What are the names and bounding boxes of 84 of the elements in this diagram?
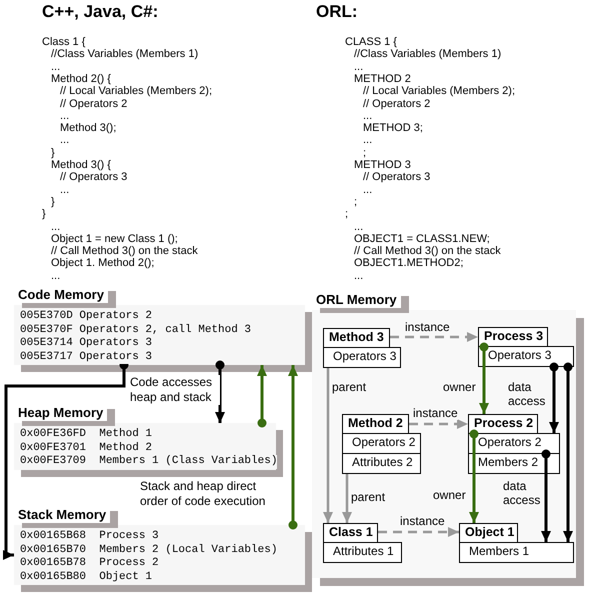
code-line: Method 2() {	[51, 72, 111, 85]
code-line: ...	[60, 184, 70, 196]
code-line: METHOD 3;	[363, 122, 423, 134]
column-heading: C++, Java, C#:	[42, 2, 158, 22]
memory-entry: 005E3717 Operators 3	[20, 350, 152, 364]
object-field: Attributes 1	[323, 542, 402, 563]
code-line: ...	[60, 134, 70, 146]
arrow	[342, 474, 352, 523]
object-field: Operators 3	[323, 347, 401, 368]
arrow	[378, 527, 459, 537]
code-line: METHOD 2	[354, 72, 411, 85]
code-line: ;	[345, 208, 348, 220]
object-field: Members 1	[459, 542, 574, 563]
arrow	[215, 360, 225, 423]
arrow	[541, 450, 551, 542]
edge-label: instance	[413, 406, 458, 420]
annotation-text: Code accesses heap and stack	[130, 375, 220, 405]
code-line: ...	[363, 110, 372, 122]
edge-label: instance	[400, 514, 445, 528]
code-line: ...	[363, 134, 372, 146]
code-line: Object 1 = new Class 1 ();	[51, 232, 178, 245]
code-line: ...	[354, 220, 364, 232]
arrow	[469, 430, 479, 523]
object-title: Process 2	[468, 414, 538, 434]
code-line: CLASS 1 {	[345, 36, 397, 48]
code-line: ...	[354, 60, 364, 73]
code-line: ...	[51, 60, 60, 73]
code-line: ...	[363, 184, 372, 196]
object-title: Object 1	[459, 523, 518, 543]
code-line: // Operators 2	[60, 98, 128, 110]
object-title: Method 2	[342, 414, 409, 434]
arrow	[479, 342, 489, 414]
edge-label: data access	[503, 479, 543, 507]
code-line: // Operators 2	[363, 98, 430, 110]
code-line: Method 3();	[60, 122, 116, 134]
arrow	[390, 332, 478, 342]
code-line: Class 1 {	[42, 36, 86, 48]
code-line: // Operators 3	[363, 171, 430, 184]
edge-label: instance	[405, 320, 450, 334]
memory-entry: 005E3714 Operators 3	[20, 337, 152, 350]
code-line: ;	[363, 146, 366, 159]
code-line: ...	[60, 110, 70, 122]
code-line: }	[51, 146, 55, 159]
memory-entry: 005E370F Operators 2, call Method 3	[20, 324, 252, 337]
memory-entry: 0x00165B80 Object 1	[20, 570, 152, 584]
code-line: ...	[354, 270, 364, 282]
object-title: Class 1	[323, 523, 378, 543]
edge-label: parent	[351, 490, 386, 504]
arrow	[323, 368, 333, 523]
arrow	[563, 362, 573, 542]
edge-label: parent	[332, 380, 366, 394]
memory-entry: 0x00165B70 Members 2 (Local Variables)	[20, 544, 278, 557]
memory-entry: 005E370D Operators 2	[20, 310, 152, 324]
code-line: //Class Variables (Members 1)	[51, 48, 198, 60]
object-title: Method 3	[323, 328, 390, 348]
code-line: }	[51, 196, 55, 208]
code-line: ...	[51, 270, 60, 282]
code-line: ...	[51, 220, 60, 232]
code-line: Object 1. Method 2();	[51, 257, 154, 270]
arrow	[549, 362, 559, 433]
code-line: OBJECT1.METHOD2;	[354, 257, 464, 270]
object-field: Operators 2	[468, 433, 560, 454]
code-line: // Local Variables (Members 2);	[363, 85, 516, 98]
code-line: // Local Variables (Members 2);	[60, 85, 212, 98]
code-line: Method 3() {	[51, 159, 111, 171]
arrow	[409, 419, 468, 429]
arrow	[288, 365, 298, 530]
column-heading: ORL:	[316, 2, 358, 22]
code-line: }	[42, 208, 46, 220]
object-field: Attributes 2	[342, 453, 421, 474]
code-line: // Call Method 3() on the stack	[354, 245, 501, 258]
memory-entry: 0x00FE3709 Members 1 (Class Variables)	[20, 455, 278, 468]
edge-label: data access	[508, 380, 548, 408]
arrow	[257, 365, 267, 428]
code-line: OBJECT1 = CLASS1.NEW;	[354, 232, 490, 245]
object-title: Process 3	[478, 327, 548, 347]
code-line: // Operators 3	[60, 171, 128, 184]
object-field: Operators 2	[342, 433, 421, 454]
code-line: METHOD 3	[354, 159, 411, 171]
code-line: // Call Method 3() on the stack	[51, 245, 198, 258]
object-field: Operators 3	[478, 346, 574, 367]
code-line: //Class Variables (Members 1)	[354, 48, 502, 60]
code-line: ;	[354, 196, 358, 208]
object-field: Members 2	[468, 453, 560, 474]
